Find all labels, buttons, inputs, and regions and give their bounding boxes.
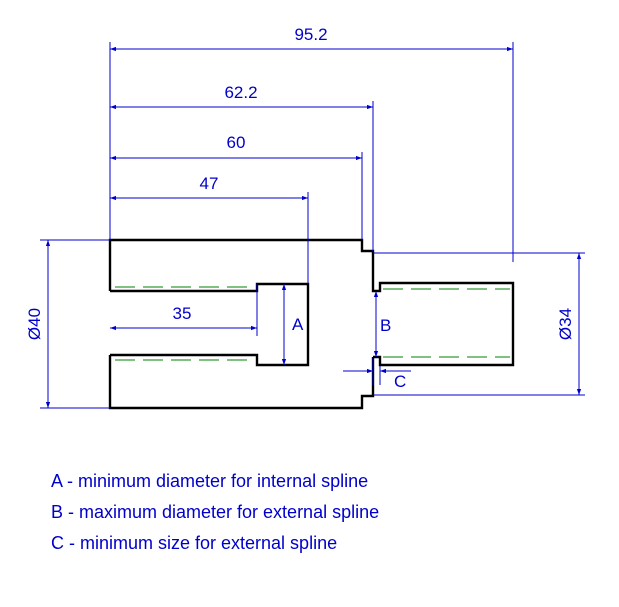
- legend: A - minimum diameter for internal spline…: [51, 471, 379, 553]
- part-outline: [108, 238, 515, 410]
- dimension-c: C: [343, 358, 411, 391]
- legend-a: A - minimum diameter for internal spline: [51, 471, 368, 491]
- dim-95-label: 95.2: [294, 25, 327, 44]
- dim-62-label: 62.2: [224, 83, 257, 102]
- part-inner-bore: [110, 282, 310, 367]
- dim-47-label: 47: [200, 174, 219, 193]
- part-lower-profile: [108, 355, 375, 410]
- dim-b-label: B: [380, 316, 391, 335]
- dim-d34-label: Ø34: [556, 308, 575, 340]
- part-upper-profile: [108, 238, 515, 367]
- dim-60-label: 60: [227, 133, 246, 152]
- dim-d40-label: Ø40: [25, 308, 44, 340]
- spline-lines: [115, 286, 510, 361]
- horizontal-dimensions: 95.2 62.2 60 47 35: [110, 25, 513, 331]
- legend-c: C - minimum size for external spline: [51, 533, 337, 553]
- vertical-dimensions: Ø40 Ø34 A B: [25, 240, 582, 408]
- dim-35-label: 35: [173, 304, 192, 323]
- dim-a-label: A: [292, 315, 304, 334]
- dim-c-label: C: [394, 372, 406, 391]
- legend-b: B - maximum diameter for external spline: [51, 502, 379, 522]
- extension-lines: [40, 42, 585, 409]
